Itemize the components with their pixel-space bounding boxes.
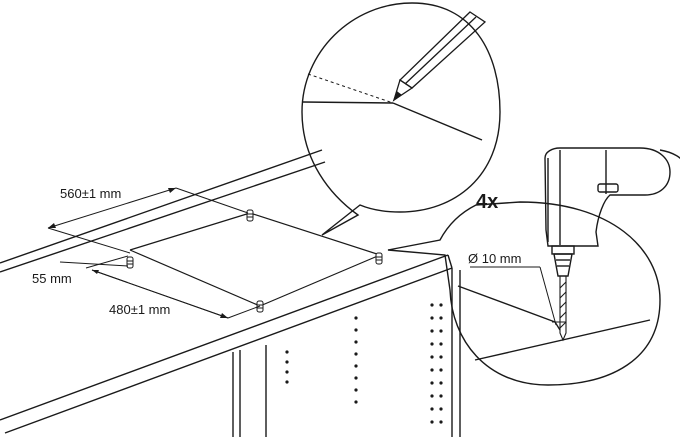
mounting-screw bbox=[246, 209, 254, 222]
mounting-screws bbox=[126, 209, 383, 313]
drill-icon bbox=[544, 147, 680, 277]
mounting-screw bbox=[375, 252, 383, 265]
drill-diameter-label: Ø 10 mm bbox=[468, 251, 521, 266]
mounting-screw bbox=[126, 256, 134, 269]
marking-callout bbox=[301, 2, 501, 236]
width-dimension-label: 560±1 mm bbox=[60, 186, 121, 201]
worktop bbox=[0, 149, 461, 437]
depth-dimension-label: 480±1 mm bbox=[109, 302, 170, 317]
diameter-leader bbox=[470, 266, 566, 326]
hole-count-label: 4x bbox=[476, 191, 498, 213]
pencil-icon bbox=[392, 11, 487, 102]
drill-bit-icon bbox=[559, 275, 567, 342]
offset-dimension-label: 55 mm bbox=[32, 271, 72, 286]
cutout-outline bbox=[129, 212, 381, 307]
drilling-callout bbox=[387, 201, 661, 386]
dimension-lines bbox=[47, 187, 261, 319]
cabinet-hole-rows bbox=[285, 303, 443, 424]
